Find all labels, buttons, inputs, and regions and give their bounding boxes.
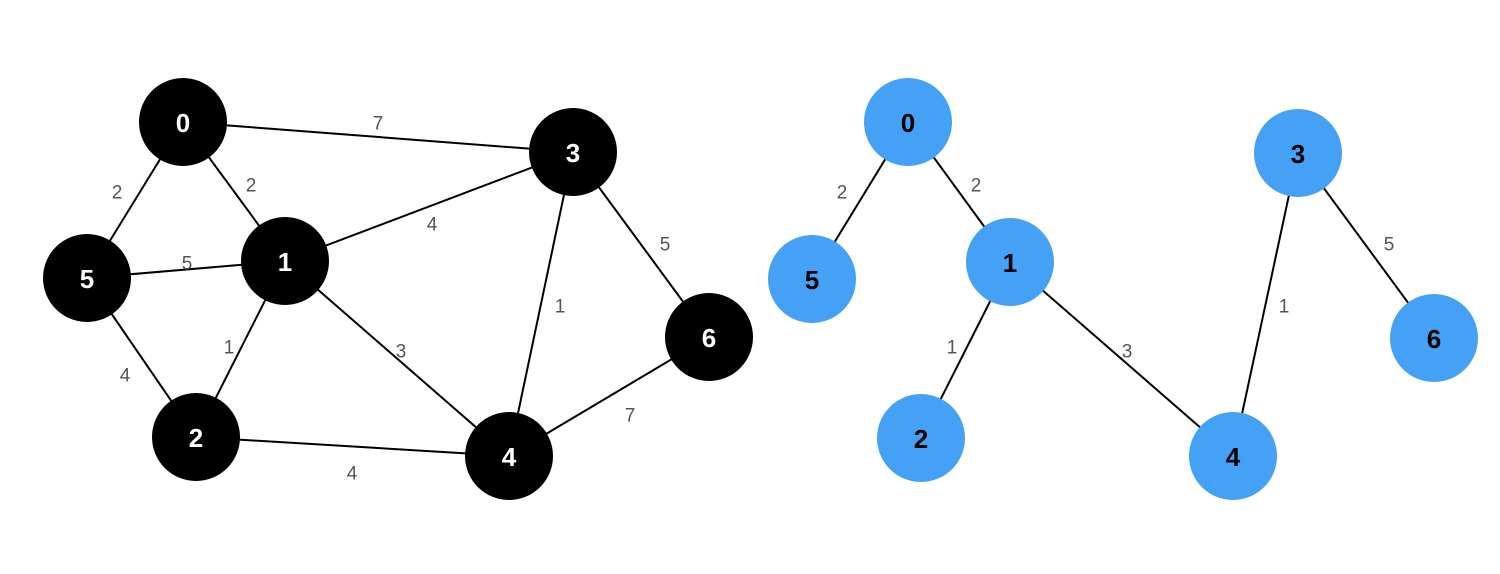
node-circle — [966, 218, 1054, 306]
node-0: 0 — [864, 78, 952, 166]
node-circle — [152, 393, 240, 481]
original-nodes: 0 1 2 3 4 5 6 — [43, 78, 753, 500]
node-2: 2 — [152, 393, 240, 481]
node-3: 3 — [529, 108, 617, 196]
node-circle — [529, 108, 617, 196]
original-weighted-graph: 7 2 2 5 4 1 3 4 4 1 5 7 0 1 2 3 4 5 6 — [43, 78, 753, 500]
node-3: 3 — [1254, 109, 1342, 197]
edge-weight-3-6: 5 — [660, 235, 671, 256]
edge-weight-4-6: 7 — [625, 406, 636, 427]
node-label: 3 — [566, 138, 580, 168]
node-6: 6 — [1390, 294, 1478, 382]
node-label: 1 — [278, 247, 292, 277]
edge-weight-5-2: 4 — [120, 366, 131, 387]
node-5: 5 — [768, 235, 856, 323]
node-label: 5 — [805, 265, 819, 295]
edge-0-3 — [182, 121, 574, 153]
node-label: 2 — [914, 424, 928, 454]
node-circle — [1390, 294, 1478, 382]
tree-edge-weights: 2 2 1 3 1 5 — [837, 176, 1395, 363]
node-label: 5 — [80, 264, 94, 294]
edge-3-4 — [1232, 152, 1299, 457]
node-circle — [1254, 109, 1342, 197]
node-5: 5 — [43, 234, 131, 322]
edge-weight-1-4: 3 — [1122, 342, 1133, 363]
node-1: 1 — [241, 217, 329, 305]
node-circle — [241, 217, 329, 305]
edge-weight-1-3: 4 — [427, 215, 438, 236]
edge-weight-1-2: 1 — [947, 338, 958, 359]
node-label: 0 — [901, 108, 915, 138]
spanning-tree-graph: 2 2 1 3 1 5 0 1 2 3 4 5 6 — [768, 78, 1478, 500]
edge-weight-1-5: 5 — [182, 254, 193, 275]
node-circle — [139, 78, 227, 166]
edge-1-3 — [284, 151, 574, 262]
node-circle — [877, 394, 965, 482]
node-label: 0 — [176, 108, 190, 138]
edge-weight-0-5: 2 — [837, 183, 848, 204]
node-label: 3 — [1291, 139, 1305, 169]
edge-weight-0-1: 2 — [246, 176, 257, 197]
node-circle — [1189, 412, 1277, 500]
node-circle — [768, 235, 856, 323]
node-4: 4 — [465, 412, 553, 500]
node-6: 6 — [665, 293, 753, 381]
node-circle — [864, 78, 952, 166]
edge-weight-0-1: 2 — [971, 176, 982, 197]
edge-weight-3-6: 5 — [1384, 235, 1395, 256]
node-label: 2 — [189, 423, 203, 453]
node-label: 4 — [1226, 442, 1241, 472]
node-1: 1 — [966, 218, 1054, 306]
edge-weight-0-3: 7 — [373, 114, 384, 135]
edge-weight-3-4: 1 — [555, 297, 566, 318]
node-label: 6 — [1427, 324, 1441, 354]
original-edge-weights: 7 2 2 5 4 1 3 4 4 1 5 7 — [112, 114, 671, 485]
node-label: 4 — [502, 442, 517, 472]
node-0: 0 — [139, 78, 227, 166]
edge-2-4 — [195, 436, 510, 457]
edge-weight-1-4: 3 — [396, 342, 407, 363]
node-circle — [665, 293, 753, 381]
node-circle — [43, 234, 131, 322]
edge-weight-0-5: 2 — [112, 183, 123, 204]
node-4: 4 — [1189, 412, 1277, 500]
edge-1-4 — [1009, 261, 1234, 457]
tree-nodes: 0 1 2 3 4 5 6 — [768, 78, 1478, 500]
edge-weight-2-4: 4 — [347, 464, 358, 485]
edge-weight-3-4: 1 — [1279, 297, 1290, 318]
node-label: 1 — [1003, 248, 1017, 278]
edge-weight-1-2: 1 — [224, 338, 235, 359]
node-label: 6 — [702, 323, 716, 353]
edge-3-4 — [508, 151, 574, 457]
edge-1-4 — [284, 260, 510, 457]
node-2: 2 — [877, 394, 965, 482]
node-circle — [465, 412, 553, 500]
